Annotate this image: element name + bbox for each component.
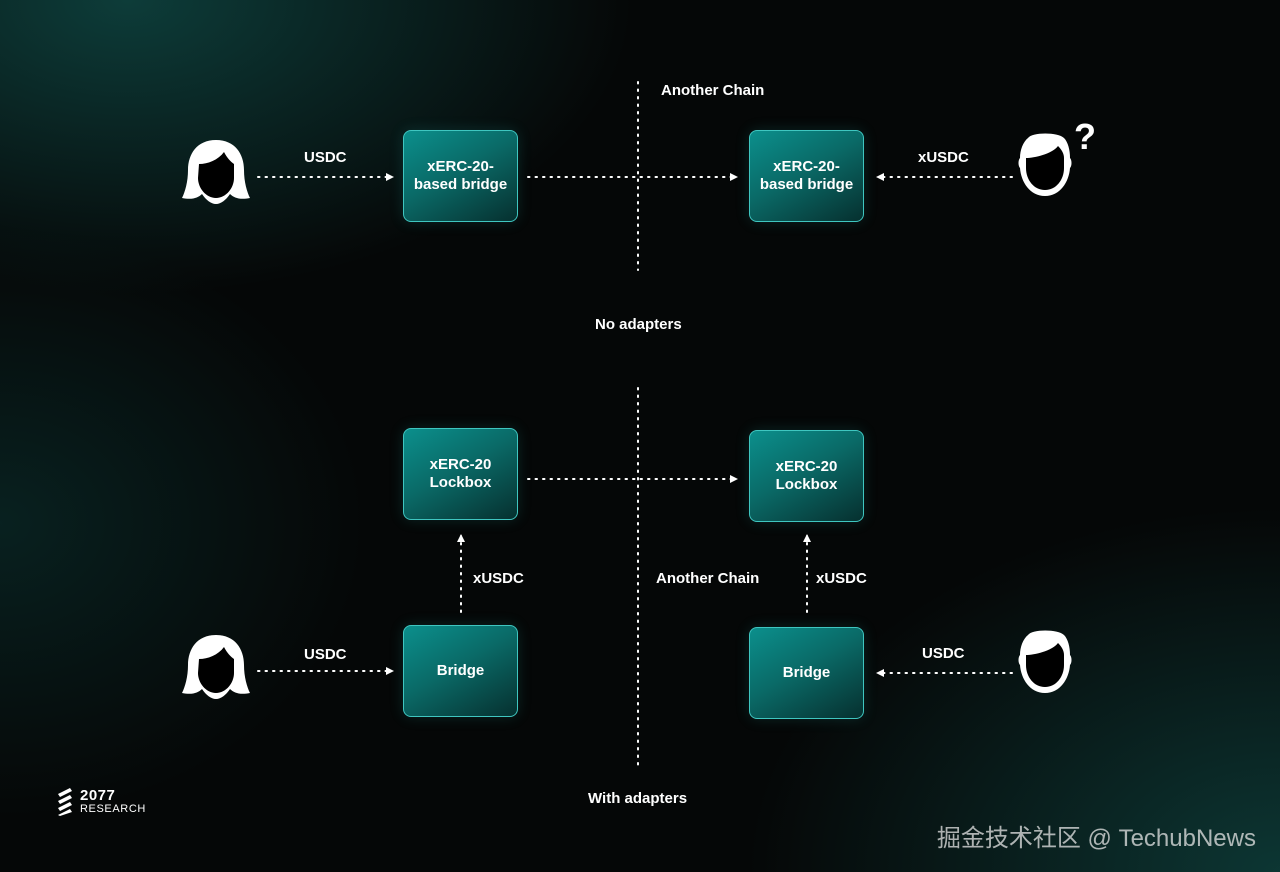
logo-text: 2077 RESEARCH	[80, 787, 146, 815]
lockbox-left-label: xERC-20 Lockbox	[429, 456, 492, 491]
female-user-icon-bottom	[182, 635, 250, 699]
flow-label-top-right: xUSDC	[918, 149, 969, 166]
logo-number: 2077	[80, 787, 116, 804]
bridge-box-bottom-right: Bridge	[749, 627, 864, 719]
caption-with-adapters: With adapters	[588, 790, 688, 807]
up-label-left: xUSDC	[473, 570, 524, 587]
caption-no-adapters: No adapters	[595, 316, 682, 333]
up-label-right: xUSDC	[816, 570, 867, 587]
male-user-icon-top	[1018, 133, 1072, 196]
female-user-icon-top	[182, 140, 250, 204]
logo-mark-icon	[58, 788, 72, 816]
watermark: 掘金技术社区 @ TechubNews	[936, 825, 1256, 852]
bridge-box-top-right: xERC-20- based bridge	[749, 130, 864, 222]
bridge-box-top-left: xERC-20- based bridge	[403, 130, 518, 222]
flow-label-top-left: USDC	[304, 149, 347, 166]
lockbox-right: xERC-20 Lockbox	[749, 430, 864, 522]
lockbox-left: xERC-20 Lockbox	[403, 428, 518, 520]
male-user-icon-bottom	[1018, 630, 1072, 693]
logo-subtitle: RESEARCH	[80, 803, 146, 815]
flow-label-bottom-left: USDC	[304, 646, 347, 663]
bridge-box-bottom-left-label: Bridge	[436, 662, 485, 679]
logo: 2077 RESEARCH	[56, 788, 146, 816]
chain-label-bottom: Another Chain	[656, 570, 760, 587]
question-mark: ?	[1074, 116, 1096, 157]
bridge-box-top-left-label: xERC-20- based bridge	[413, 158, 508, 193]
bridge-box-bottom-left: Bridge	[403, 625, 518, 717]
bridge-box-top-right-label: xERC-20- based bridge	[759, 158, 854, 193]
lockbox-right-label: xERC-20 Lockbox	[775, 458, 838, 493]
chain-label-top: Another Chain	[661, 82, 765, 99]
flow-label-bottom-right: USDC	[922, 645, 965, 662]
bridge-box-bottom-right-label: Bridge	[782, 664, 831, 681]
